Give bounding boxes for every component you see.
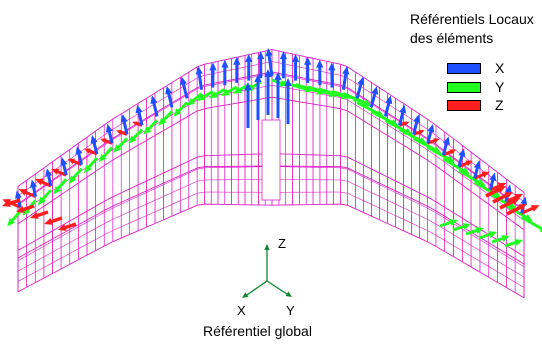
global-frame-axes bbox=[242, 244, 292, 298]
global-axis-x-label: X bbox=[237, 303, 246, 318]
legend-title-line1: Référentiels Locaux bbox=[410, 11, 534, 27]
duct-elbow-mesh bbox=[17, 49, 525, 299]
global-axis-y-label: Y bbox=[286, 303, 295, 318]
legend-swatch-x bbox=[447, 63, 481, 74]
legend-label-y: Y bbox=[495, 79, 505, 95]
legend-swatch-z bbox=[447, 100, 481, 111]
legend-title-line2: des éléments bbox=[410, 30, 494, 46]
legend-label-x: X bbox=[495, 60, 505, 76]
global-axis-z-label: Z bbox=[278, 236, 286, 251]
legend-label-z: Z bbox=[495, 97, 504, 113]
local-frame-arrows bbox=[2, 48, 542, 248]
legend-title: Référentiels Locaux des éléments bbox=[410, 10, 534, 48]
global-frame-title: Référentiel global bbox=[203, 323, 312, 339]
legend-swatch-y bbox=[447, 82, 481, 93]
